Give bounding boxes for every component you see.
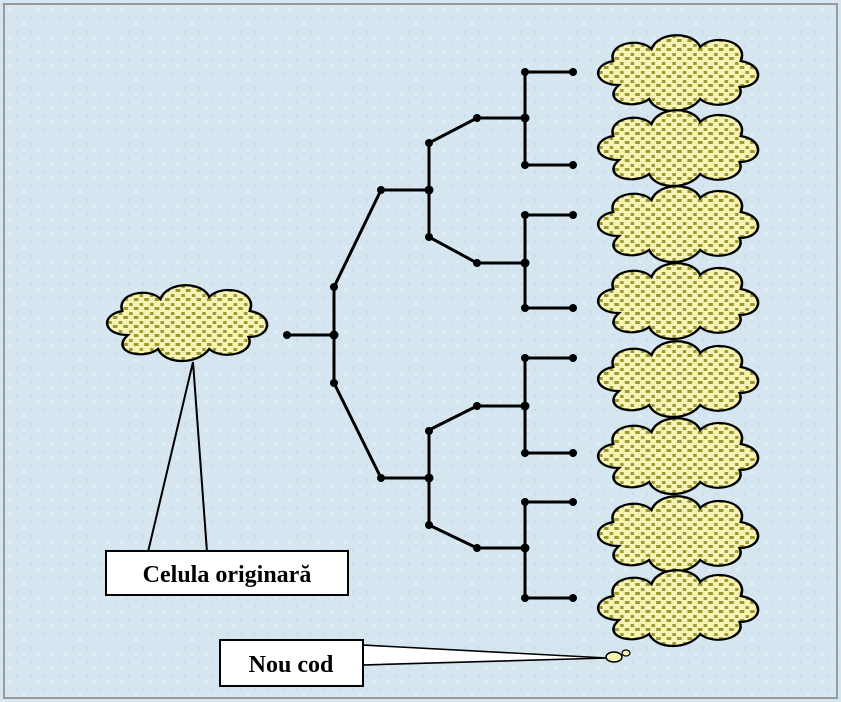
tree-leaf-node <box>569 68 577 76</box>
tree-leaf-node <box>569 161 577 169</box>
tiny-cloud-bubble <box>621 649 631 657</box>
cloud-original-cell <box>105 283 269 363</box>
tree-branch <box>427 235 479 265</box>
tree-node <box>473 402 481 410</box>
tree-leaf-node <box>569 449 577 457</box>
tree-node <box>377 186 385 194</box>
tree-branch <box>332 188 383 289</box>
cloud-daughter-cell <box>596 108 760 188</box>
small-cloud-bubble <box>605 651 623 663</box>
callout-original-cell: Celula originară <box>105 361 349 596</box>
cloud-daughter-cell <box>596 568 760 648</box>
label-box-new-code <box>219 639 364 687</box>
cloud-daughter-cell <box>596 494 760 574</box>
cloud-daughter-cell <box>596 339 760 419</box>
tree-node <box>473 259 481 267</box>
tree-node <box>473 544 481 552</box>
cloud-daughter-cell <box>596 184 760 264</box>
frame-border <box>3 3 838 699</box>
tree-leaf-node <box>569 354 577 362</box>
tree-leaf-node <box>569 304 577 312</box>
label-new-code: Nou cod <box>249 652 334 678</box>
label-original-cell: Celula originară <box>143 562 312 588</box>
cloud-daughter-cell <box>596 33 760 113</box>
tree-branch <box>427 404 479 432</box>
tree-leaf-node <box>569 211 577 219</box>
tree-branch <box>427 116 479 145</box>
tree-branch <box>427 523 479 550</box>
division-tree <box>283 68 577 602</box>
tree-node <box>473 114 481 122</box>
label-box-original-cell <box>105 550 349 596</box>
cloud-daughter-cell <box>596 261 760 341</box>
callout-new-code: Nou cod <box>219 639 631 687</box>
cloud-daughter-cell <box>596 416 760 496</box>
tree-branch <box>332 381 383 480</box>
callout-line-left <box>147 361 194 553</box>
tree-leaf-node <box>569 594 577 602</box>
tree-node <box>377 474 385 482</box>
callout-line-right <box>192 361 208 553</box>
tree-node <box>283 331 291 339</box>
tree-leaf-node <box>569 498 577 506</box>
